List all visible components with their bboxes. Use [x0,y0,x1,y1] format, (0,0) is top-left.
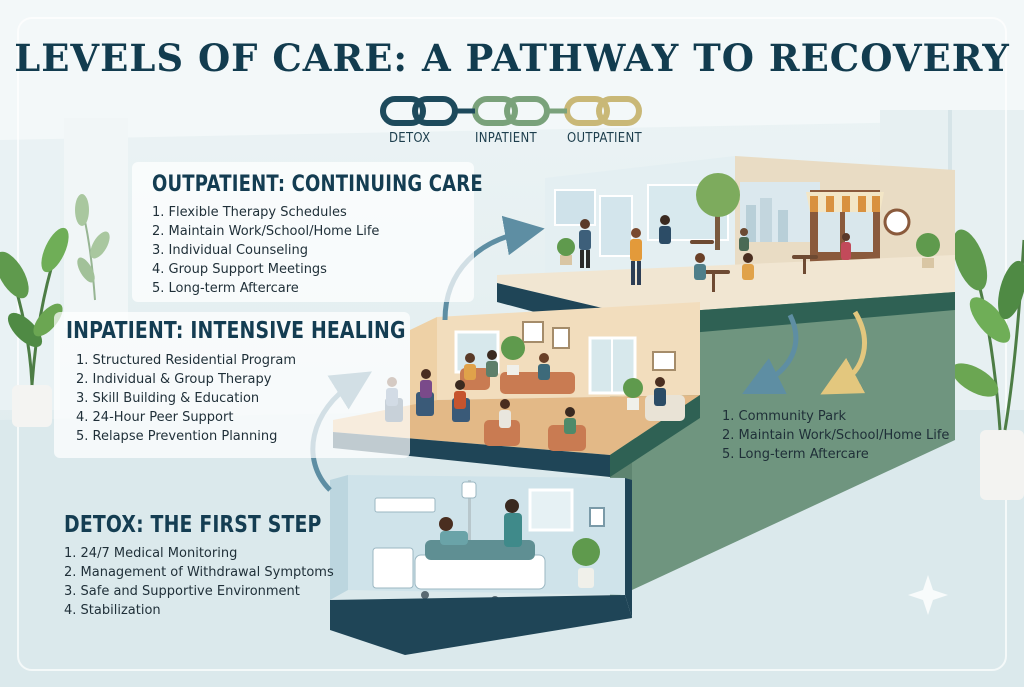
list-item: 3. Individual Counseling [152,243,308,258]
outpatient-heading: OUTPATIENT: CONTINUING CARE [152,172,483,197]
chain-ring [412,96,458,126]
list-item: 4. Stabilization [64,603,161,618]
list-item: 1. Structured Residential Program [76,353,296,368]
list-item: 1. Flexible Therapy Schedules [152,205,347,220]
chain-ring [596,96,642,126]
arrow-outpatient-to-community-gold [820,310,867,395]
left-plant [0,227,69,427]
inpatient-list: 1. Structured Residential Program 2. Ind… [76,351,296,446]
chain-ring [380,96,426,126]
outpatient-list: 1. Flexible Therapy Schedules 2. Maintai… [152,203,379,298]
chain-label-detox: DETOX [389,131,431,146]
arrow-outpatient-to-community-blue [742,313,799,394]
detox-level [330,475,632,655]
list-item: 5. Relapse Prevention Planning [76,429,278,444]
detox-list: 1. 24/7 Medical Monitoring 2. Management… [64,544,334,620]
list-item: 2. Management of Withdrawal Symptoms [64,565,334,580]
inpatient-panel [54,312,410,458]
chain-label-outpatient: OUTPATIENT [567,131,642,146]
outpatient-panel [132,162,474,302]
right-plant [951,229,1024,500]
list-item: 2. Maintain Work/School/Home Life [152,224,380,239]
list-item: 3. Safe and Supportive Environment [64,584,300,599]
outpatient-level [497,156,955,338]
inpatient-heading: INPATIENT: INTENSIVE HEALING [66,318,406,344]
chain-label-inpatient: INPATIENT [475,131,537,146]
list-item: 5. Long-term Aftercare [152,281,299,296]
chain-link-icon [380,96,642,126]
list-item: 2. Maintain Work/School/Home Life [722,428,950,443]
page-title: LEVELS OF CARE: A PATHWAY TO RECOVERY [14,36,1010,80]
community-list: 1. Community Park 2. Maintain Work/Schoo… [722,407,949,464]
list-item: 2. Individual & Group Therapy [76,372,272,387]
list-item: 1. 24/7 Medical Monitoring [64,546,238,561]
list-item: 4. Group Support Meetings [152,262,327,277]
list-item: 4. 24-Hour Peer Support [76,410,234,425]
inpatient-people [386,350,666,434]
chain-ring [504,96,550,126]
detox-heading: DETOX: THE FIRST STEP [64,512,322,538]
list-item: 5. Long-term Aftercare [722,447,869,462]
list-item: 3. Skill Building & Education [76,391,260,406]
outpatient-people [579,215,851,285]
list-item: 1. Community Park [722,409,847,424]
